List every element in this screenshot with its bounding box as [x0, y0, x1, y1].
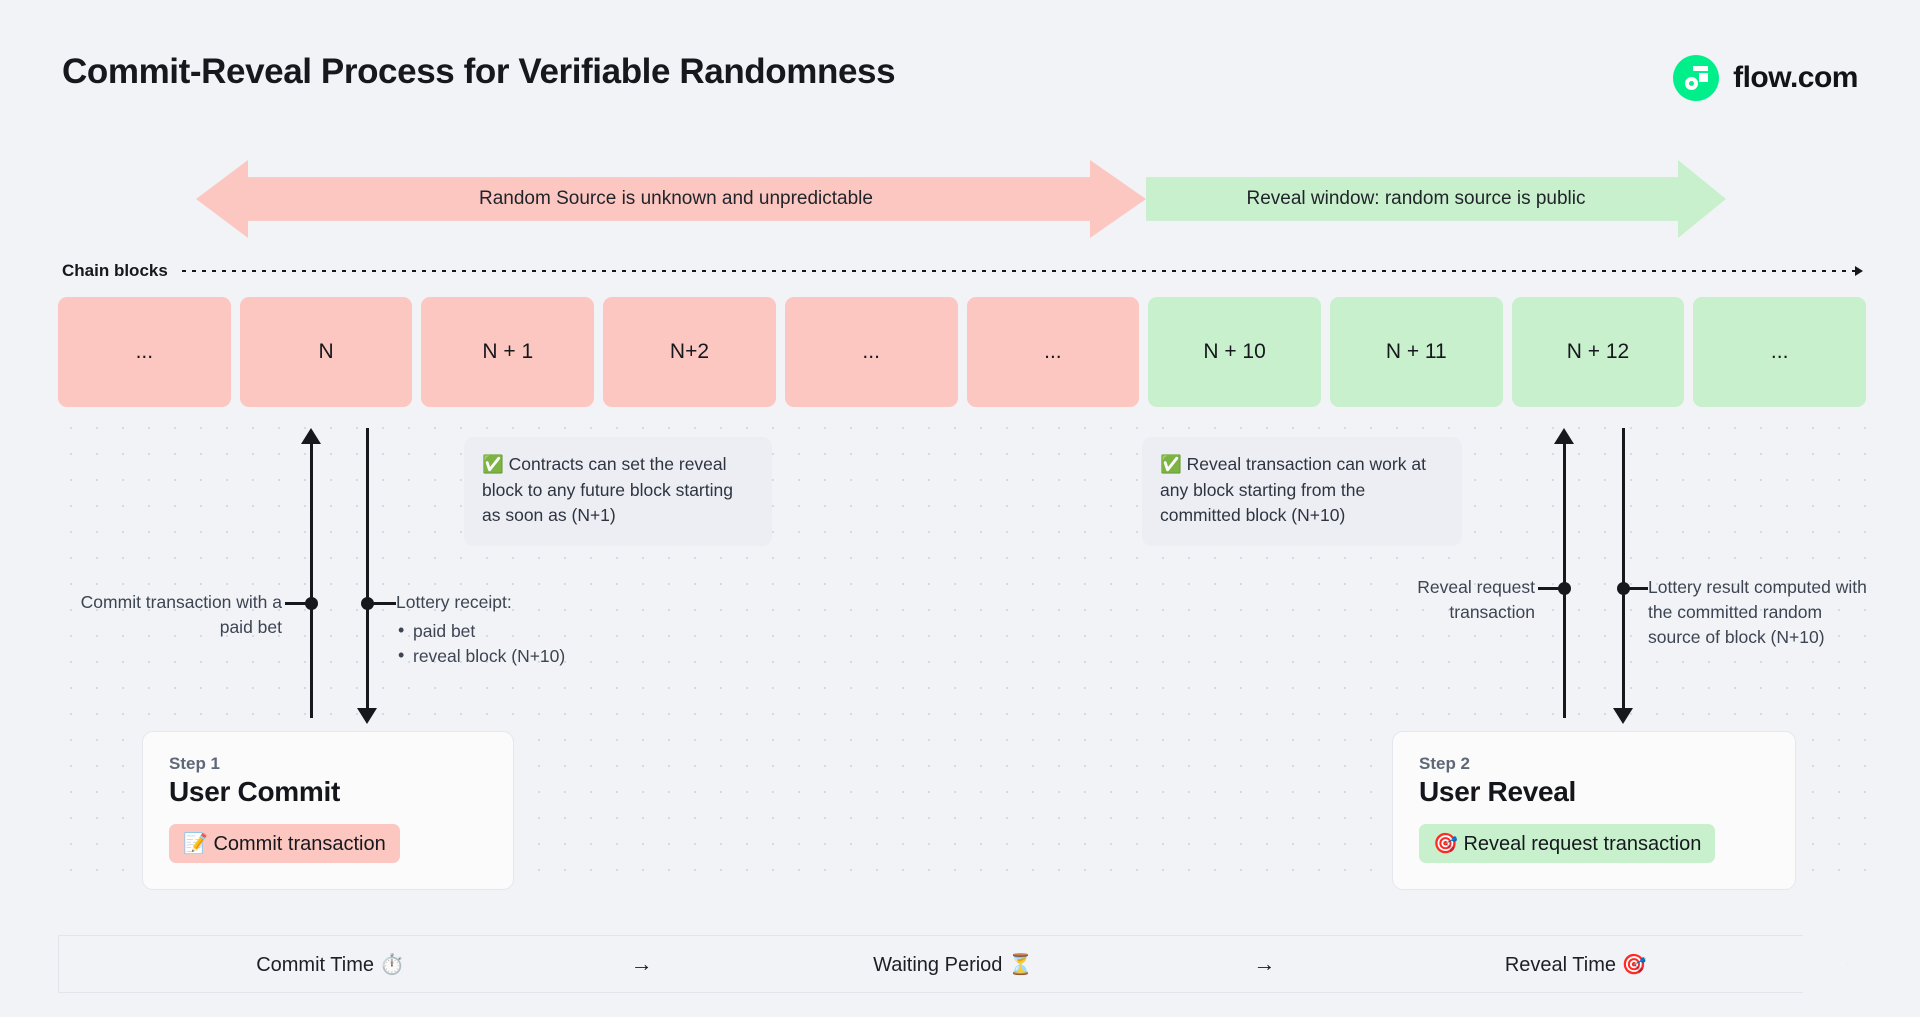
chain-block: N + 10 — [1148, 297, 1321, 407]
bottom-timeline: Commit Time ⏱️ → Waiting Period ⏳ → Reveal T… — [58, 935, 1848, 993]
chain-block: ... — [784, 297, 958, 407]
annotation-lottery-receipt: Lottery receipt: paid betreveal block (N… — [396, 590, 666, 669]
timeline-segment: Commit Time ⏱️ — [256, 953, 405, 976]
step-card-user-reveal[interactable]: Step 2 User Reveal 🎯 Reveal request tran… — [1392, 731, 1796, 890]
reveal-marker-arrow-icon — [1554, 428, 1574, 444]
callout-contracts-reveal-block: ✅ Contracts can set the reveal block to … — [464, 437, 772, 546]
step-2-pill-reveal-request-transaction[interactable]: 🎯 Reveal request transaction — [1419, 824, 1716, 863]
lottery-receipt-list: paid betreveal block (N+10) — [396, 618, 666, 669]
result-marker-dot — [1617, 582, 1630, 595]
chain-block: ... — [58, 297, 231, 407]
step-2-kicker: Step 2 — [1419, 754, 1471, 773]
chain-block: ... — [966, 297, 1140, 407]
receipt-marker-dot — [361, 597, 374, 610]
timeline-arrow-icon: → — [630, 951, 653, 976]
callout-reveal-transaction-window: ✅ Reveal transaction can work at any blo… — [1142, 437, 1462, 546]
chain-axis: Chain blocks — [62, 260, 1864, 282]
step-1-title: User Commit — [169, 776, 340, 807]
timeline-segment: Waiting Period ⏳ — [873, 953, 1033, 976]
reveal-marker-stub — [1538, 587, 1564, 590]
lottery-receipt-item: paid bet — [396, 618, 666, 644]
result-marker-line — [1622, 428, 1625, 713]
timeline-arrow-icon: → — [1253, 951, 1276, 976]
chain-block: N+2 — [603, 297, 776, 407]
receipt-marker-stub — [372, 602, 396, 605]
step-1-kicker: Step 1 — [169, 754, 221, 773]
reveal-marker-line — [1563, 440, 1566, 718]
timeline-segment: Reveal Time 🎯 — [1504, 953, 1647, 976]
lottery-receipt-item: reveal block (N+10) — [396, 643, 666, 669]
annotation-commit-transaction: Commit transaction with a paid bet — [80, 592, 282, 638]
step-1-pill-commit-transaction[interactable]: 📝 Commit transaction — [169, 824, 400, 863]
annotation-lottery-result: Lottery result computed with the committ… — [1648, 577, 1867, 648]
result-marker-arrow-icon — [1613, 708, 1633, 724]
page-title: Commit-Reveal Process for Verifiable Ran… — [62, 52, 896, 91]
chain-axis-arrow-icon — [181, 266, 1864, 276]
banner-reveal-window: Reveal window: random source is public — [1146, 160, 1726, 238]
chain-block: ... — [1693, 297, 1867, 407]
brand-name: flow.com — [1733, 61, 1858, 94]
commit-marker-line — [310, 440, 313, 718]
commit-marker-stub — [285, 602, 311, 605]
banner-reveal-label: Reveal window: random source is public — [1246, 188, 1586, 209]
chain-block: N + 12 — [1511, 297, 1685, 407]
brand-logo: flow.com — [1673, 55, 1858, 101]
flow-logo-icon — [1673, 55, 1720, 101]
chain-block: N — [239, 297, 413, 407]
banner-unknown-label: Random Source is unknown and unpredictab… — [479, 188, 873, 209]
chain-block: N + 11 — [1329, 297, 1503, 407]
commit-marker-dot — [305, 597, 318, 610]
result-marker-stub — [1628, 587, 1648, 590]
chain-block: N + 1 — [421, 297, 595, 407]
banner-random-unknown: Random Source is unknown and unpredictab… — [196, 160, 1146, 238]
chain-axis-label: Chain blocks — [62, 261, 168, 280]
commit-marker-arrow-icon — [301, 428, 321, 444]
reveal-marker-dot — [1558, 582, 1571, 595]
lottery-receipt-title: Lottery receipt: — [396, 592, 512, 612]
receipt-marker-arrow-icon — [357, 708, 377, 724]
step-card-user-commit[interactable]: Step 1 User Commit 📝 Commit transaction — [142, 731, 514, 890]
phase-banner-row: Random Source is unknown and unpredictab… — [0, 160, 1920, 238]
annotation-reveal-request: Reveal request transaction — [1417, 577, 1535, 623]
step-2-title: User Reveal — [1419, 776, 1577, 807]
receipt-marker-line — [366, 428, 369, 713]
